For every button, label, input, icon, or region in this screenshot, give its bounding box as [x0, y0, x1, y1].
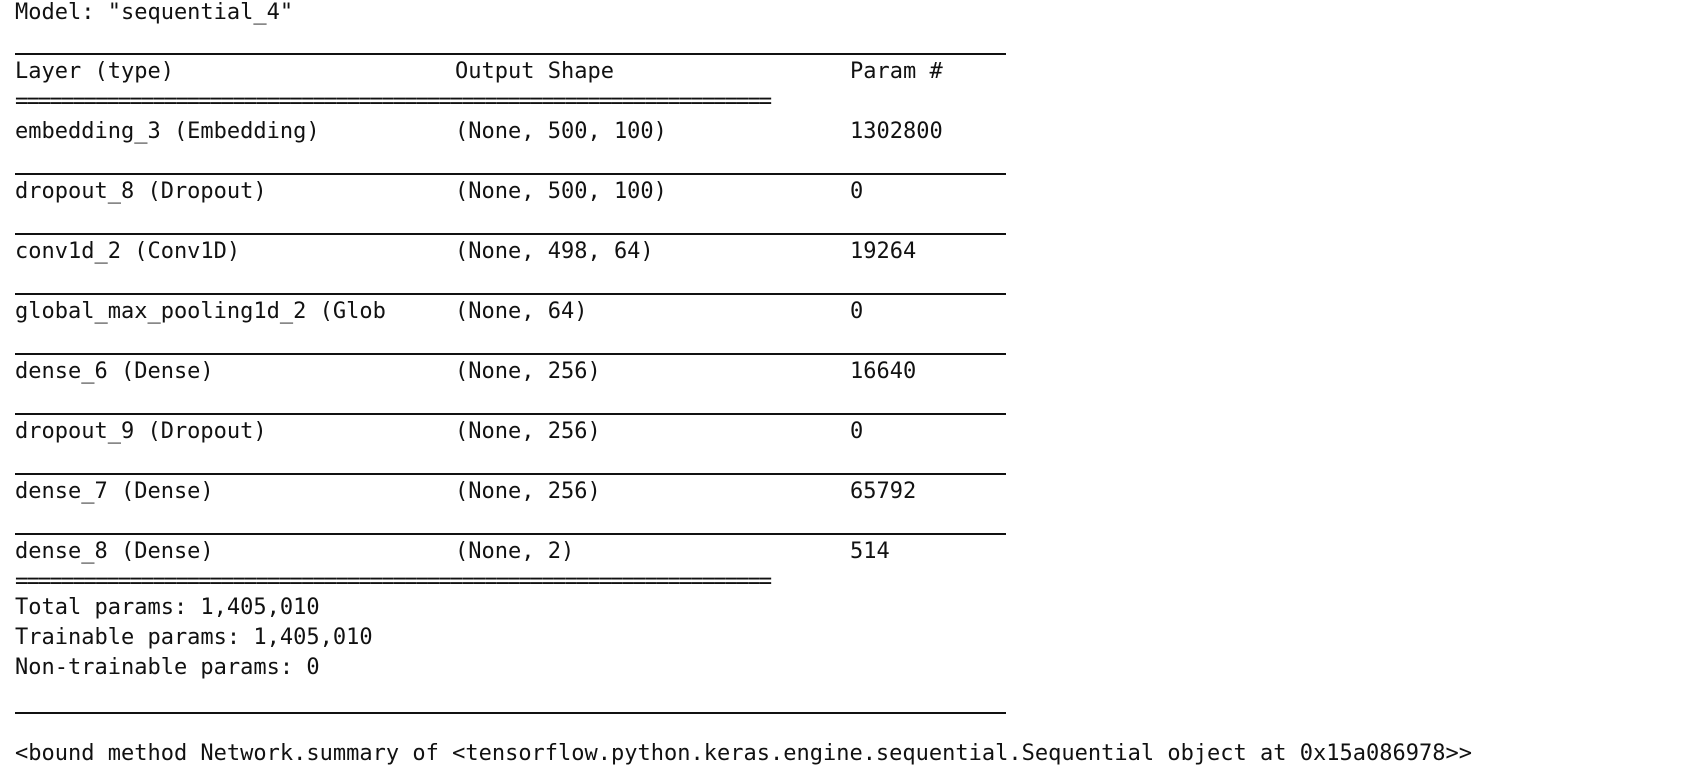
header-layer: Layer (type)	[15, 59, 174, 84]
row-separator	[15, 533, 1006, 535]
table-row: dropout_9 (Dropout) (None, 256) 0	[15, 417, 1015, 447]
output-shape-cell: (None, 500, 100)	[455, 179, 667, 204]
output-shape-cell: (None, 500, 100)	[455, 119, 667, 144]
param-count-cell: 1302800	[850, 119, 943, 144]
param-count-cell: 0	[850, 299, 864, 324]
bound-method-output: <bound method Network.summary of <tensor…	[15, 741, 1472, 766]
layer-name-cell: embedding_3 (Embedding)	[15, 119, 320, 144]
header-param: Param #	[850, 59, 943, 84]
output-shape-cell: (None, 256)	[455, 419, 601, 444]
output-shape-cell: (None, 64)	[455, 299, 588, 324]
row-separator	[15, 353, 1006, 355]
table-header: Layer (type) Output Shape Param #	[15, 57, 1015, 87]
non-trainable-params: Non-trainable params: 0	[15, 655, 320, 680]
layer-name-cell: dense_7 (Dense)	[15, 479, 214, 504]
param-count-cell: 16640	[850, 359, 917, 384]
table-row: embedding_3 (Embedding) (None, 500, 100) 1…	[15, 117, 1015, 147]
layer-name-cell: dropout_9 (Dropout)	[15, 419, 267, 444]
model-title: Model: "sequential_4"	[15, 0, 294, 25]
table-row: dense_6 (Dense) (None, 256) 16640	[15, 357, 1015, 387]
top-rule	[15, 53, 1006, 55]
param-count-cell: 0	[850, 419, 864, 444]
trainable-params: Trainable params: 1,405,010	[15, 625, 373, 650]
row-separator	[15, 233, 1006, 235]
row-separator	[15, 413, 1006, 415]
bottom-rule	[15, 712, 1006, 714]
output-shape-cell: (None, 256)	[455, 479, 601, 504]
total-params: Total params: 1,405,010	[15, 595, 320, 620]
header-output-shape: Output Shape	[455, 59, 614, 84]
table-row: dropout_8 (Dropout) (None, 500, 100) 0	[15, 177, 1015, 207]
layer-name-cell: dropout_8 (Dropout)	[15, 179, 267, 204]
row-separator	[15, 293, 1006, 295]
output-shape-cell: (None, 498, 64)	[455, 239, 654, 264]
table-row: dense_7 (Dense) (None, 256) 65792	[15, 477, 1015, 507]
table-row: conv1d_2 (Conv1D) (None, 498, 64) 19264	[15, 237, 1015, 267]
layer-name-cell: conv1d_2 (Conv1D)	[15, 239, 241, 264]
row-separator	[15, 473, 1006, 475]
header-double-rule: ========================================…	[15, 91, 772, 113]
output-shape-cell: (None, 256)	[455, 359, 601, 384]
layer-name-cell: dense_8 (Dense)	[15, 539, 214, 564]
param-count-cell: 0	[850, 179, 864, 204]
row-separator	[15, 173, 1006, 175]
layer-name-cell: global_max_pooling1d_2 (Glob	[15, 299, 386, 324]
table-row: dense_8 (Dense) (None, 2) 514	[15, 537, 1015, 567]
param-count-cell: 65792	[850, 479, 917, 504]
layer-name-cell: dense_6 (Dense)	[15, 359, 214, 384]
param-count-cell: 19264	[850, 239, 917, 264]
footer-double-rule: ========================================…	[15, 571, 772, 593]
output-shape-cell: (None, 2)	[455, 539, 575, 564]
param-count-cell: 514	[850, 539, 890, 564]
table-row: global_max_pooling1d_2 (Glob (None, 64) 0	[15, 297, 1015, 327]
